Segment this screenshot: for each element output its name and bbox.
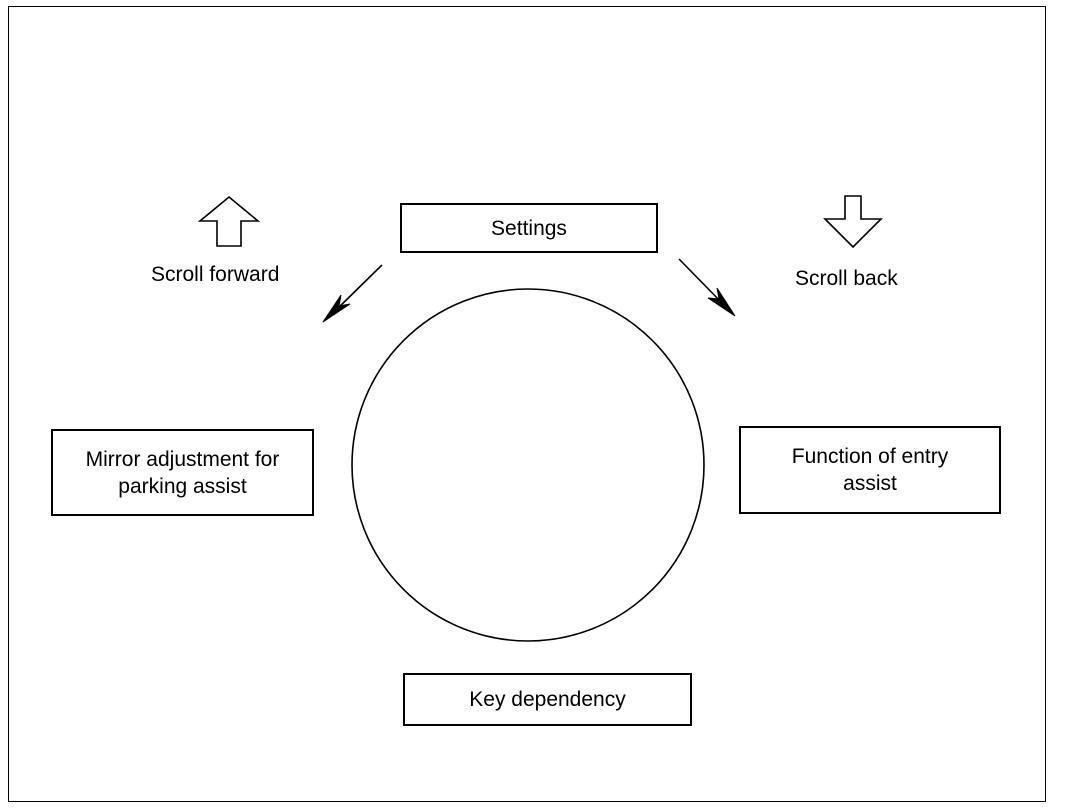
entry-assist-box: Function of entry assist [739,426,1001,514]
mirror-adjustment-box: Mirror adjustment for parking assist [51,429,314,516]
settings-label: Settings [491,216,567,240]
key-dependency-box: Key dependency [403,673,692,726]
scroll-forward-label: Scroll forward [151,263,280,286]
key-dependency-label: Key dependency [469,688,626,711]
rotary-selector-circle [351,288,705,642]
entry-assist-label: Function of entry assist [791,445,949,495]
forward-direction-arrow [322,264,383,323]
scroll-forward-icon [197,195,261,247]
mirror-adjustment-label: Mirror adjustment for parking assist [85,447,280,498]
scroll-back-label: Scroll back [795,267,898,290]
diagram-frame [8,6,1046,802]
scroll-back-icon [823,195,883,249]
settings-box: Settings [400,203,658,253]
back-direction-arrow [678,258,736,317]
